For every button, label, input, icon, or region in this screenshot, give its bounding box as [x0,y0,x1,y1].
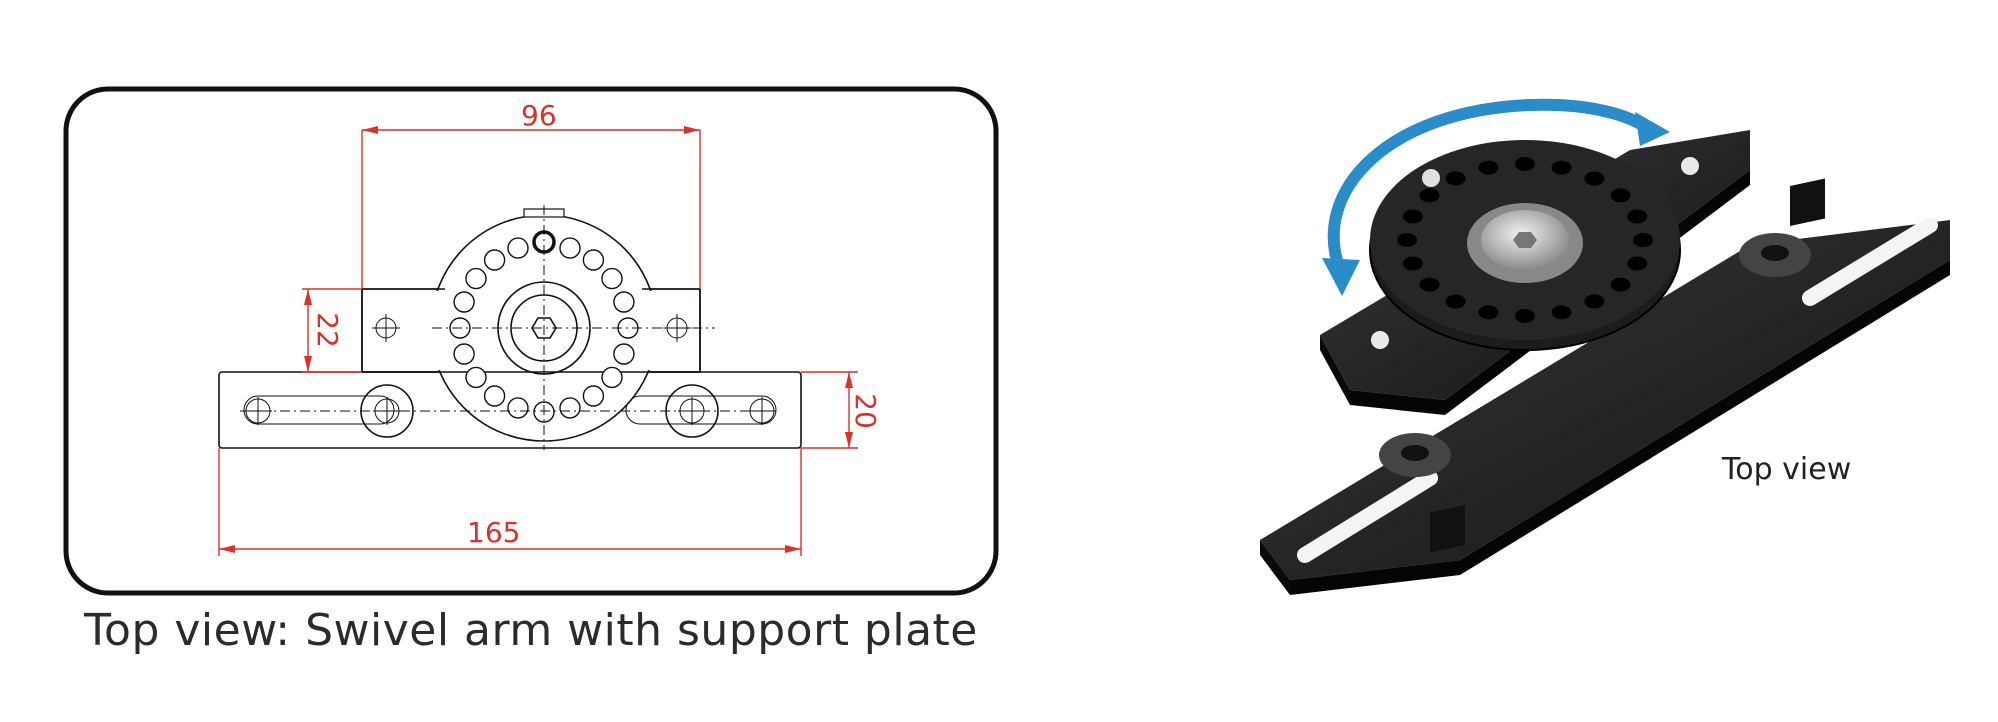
ring-hole [601,267,623,290]
render-rail [1260,220,1950,580]
ring-hole [613,343,635,365]
rotation-arrow-head-left-icon [1322,258,1360,296]
render-ring-hole [1419,277,1440,292]
render-ring-hole [1478,305,1499,320]
dimension-rail-height: 20 [849,393,882,429]
technical-drawing: 96 22 20 165 [63,86,999,596]
render-ring-hole [1551,160,1572,175]
ring-hole [507,397,529,419]
rotation-arrow-head-right-icon [1635,112,1670,146]
render-ring-hole [1402,209,1423,224]
render-ring-hole [1627,209,1648,224]
ring-hole [613,291,635,313]
ring-hole [483,385,506,407]
render-ring-hole [1633,233,1653,247]
render-ring-hole [1419,188,1440,203]
dimension-plate-height: 22 [311,312,344,348]
render-ring-hole [1584,171,1605,186]
render-ring-hole [1610,188,1631,203]
ring-hole [582,249,605,271]
ring-hole [453,291,475,313]
render-ring-hole [1515,309,1535,323]
render-ring-hole [1397,233,1417,247]
ring-hole [465,366,487,389]
ring-hole [601,366,623,389]
ring-hole [559,397,581,419]
ring-hole [483,249,506,271]
render-ring-hole [1551,305,1572,320]
ring-hole [507,237,529,259]
ring-hole [453,343,475,365]
product-render [1260,98,1950,595]
render-ring-hole [1515,157,1535,171]
render-label: Top view [1722,452,1852,487]
render-ring-hole [1445,294,1466,309]
render-ring-hole [1627,256,1648,271]
ring-hole [559,237,581,259]
dimension-overall-length: 165 [467,516,520,549]
render-ring-hole [1402,256,1423,271]
rotation-arrow-icon [1327,98,1656,276]
render-hex-socket-icon [1513,232,1537,248]
ring-hole [582,385,605,407]
render-ring-hole [1610,277,1631,292]
ring-hole [465,267,487,290]
render-hole-ring [1397,157,1653,323]
render-locating-hole [1422,169,1440,187]
drawing-caption: Top view: Swivel arm with support plate [84,605,978,656]
render-ring-hole [1584,294,1605,309]
render-ring-hole [1478,160,1499,175]
dimension-top-width: 96 [521,99,557,132]
drawing-frame [63,86,999,596]
rail-slot-left [243,395,395,425]
render-ring-hole [1445,171,1466,186]
